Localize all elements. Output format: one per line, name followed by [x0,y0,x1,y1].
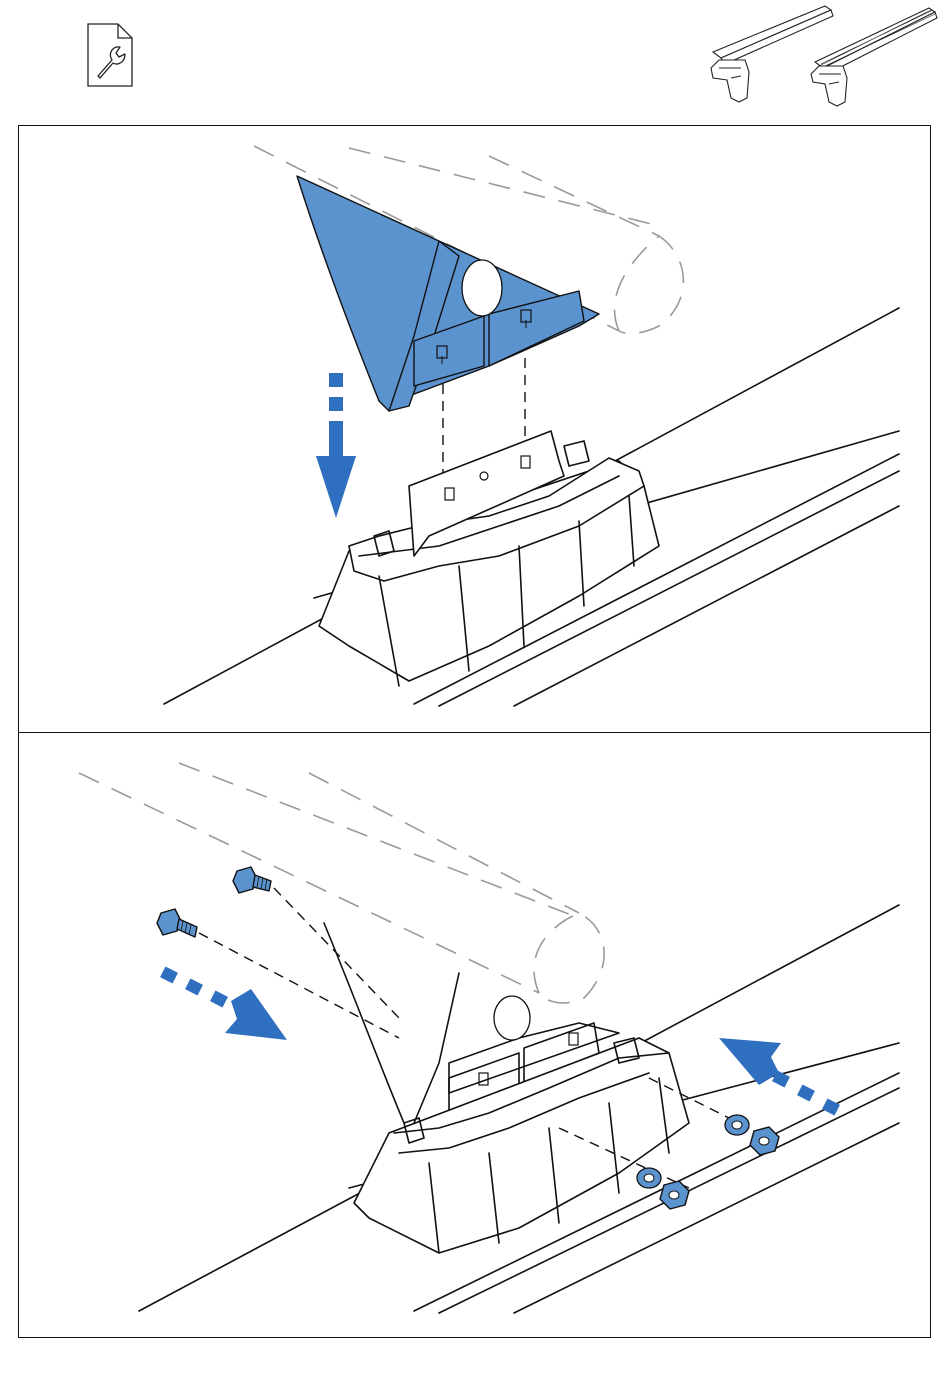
step-2-panel [18,732,931,1338]
right-arrow-icon [160,966,287,1040]
step-1-panel [18,125,931,733]
down-arrow-icon [316,373,356,518]
bolt-lower [157,909,197,937]
aero-bar-variant [711,6,833,102]
washer-upper [725,1115,749,1135]
bolt-upper [233,867,271,893]
step-1-illustration [19,126,932,734]
wrench-document-icon [86,22,134,88]
nut-upper [750,1127,779,1155]
left-arrow-icon [719,1038,840,1116]
nut-lower [660,1181,689,1209]
step-2-illustration [19,733,932,1339]
foot-base [319,431,659,686]
washer-lower [637,1168,661,1188]
roof-bar-variants-illustration [705,2,941,110]
steel-bar-variant [811,8,937,106]
